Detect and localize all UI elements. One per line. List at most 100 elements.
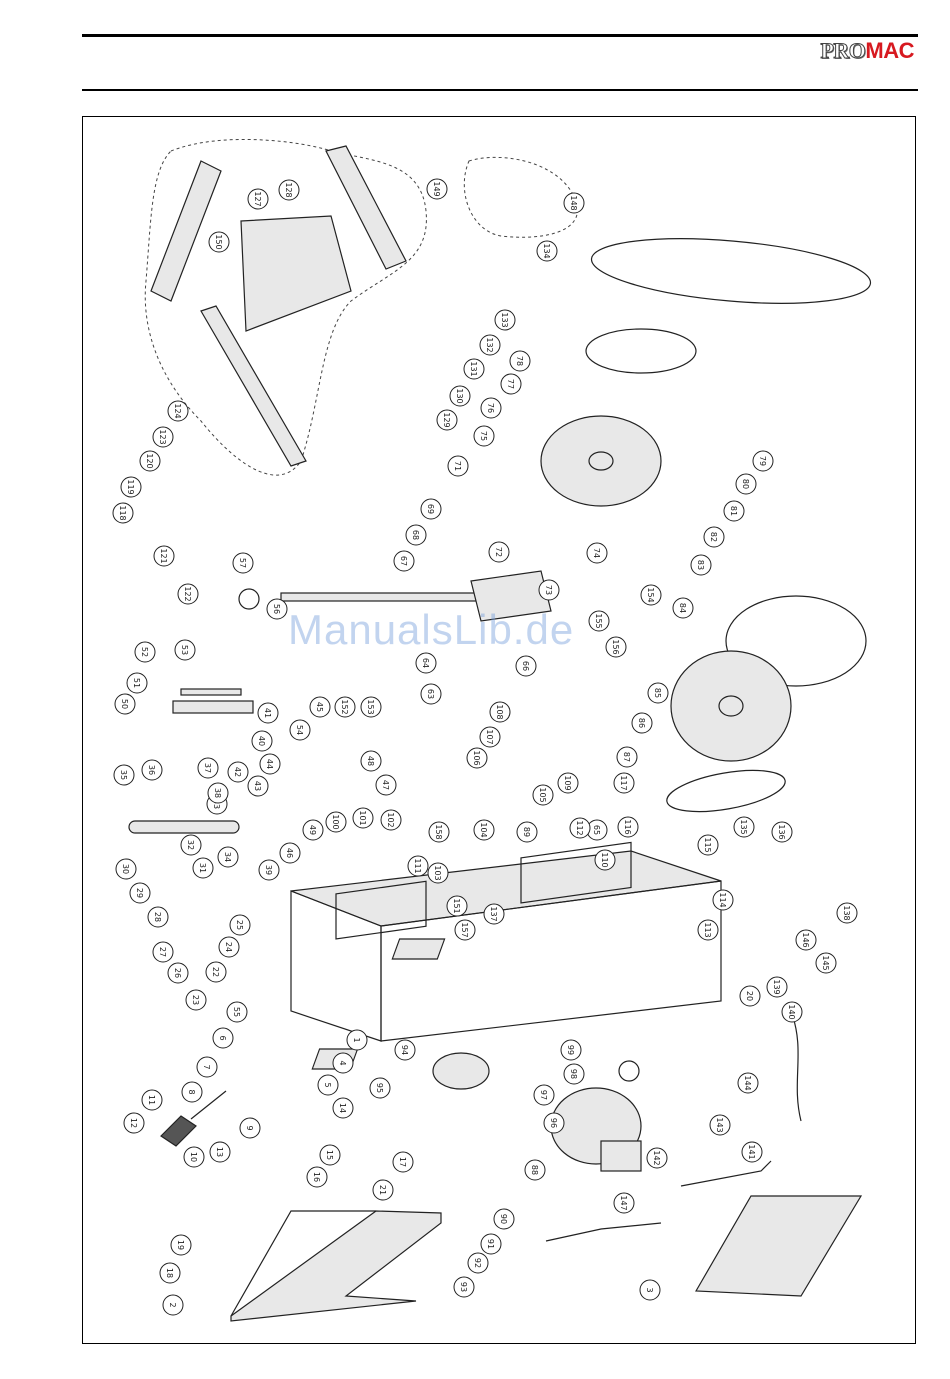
- callout-53: 53: [174, 639, 196, 661]
- callout-circle: [771, 821, 793, 843]
- callout-circle: [815, 952, 837, 974]
- callout-128: 128: [278, 179, 300, 201]
- callout-circle: [479, 334, 501, 356]
- callout-number: 137: [489, 906, 498, 921]
- callout-number: 88: [530, 1165, 539, 1175]
- callout-78: 78: [509, 350, 531, 372]
- callout-number: 2: [168, 1302, 177, 1307]
- callout-number: 155: [594, 613, 603, 628]
- callout-circle: [375, 774, 397, 796]
- callout-number: 42: [233, 767, 242, 777]
- callout-number: 95: [375, 1083, 384, 1093]
- callout-circle: [516, 821, 538, 843]
- callout-number: 91: [486, 1239, 495, 1249]
- callout-143: 143: [709, 1114, 731, 1136]
- callout-number: 5: [323, 1082, 332, 1087]
- callout-39: 39: [258, 859, 280, 881]
- callout-number: 74: [592, 548, 601, 558]
- callout-number: 101: [358, 810, 367, 825]
- callout-circle: [712, 889, 734, 911]
- callout-29: 29: [129, 882, 151, 904]
- callout-number: 13: [215, 1147, 224, 1157]
- callout-circle: [325, 811, 347, 833]
- header-bottom-rule: [82, 89, 918, 91]
- callout-number: 63: [426, 689, 435, 699]
- callout-circle: [247, 188, 269, 210]
- callout-circle: [639, 1279, 661, 1301]
- callout-118: 118: [112, 502, 134, 524]
- callout-number: 150: [214, 234, 223, 249]
- callout-circle: [466, 747, 488, 769]
- callout-134: 134: [536, 240, 558, 262]
- callout-number: 100: [331, 814, 340, 829]
- frame-opening-1: [335, 880, 427, 940]
- callout-67: 67: [393, 550, 415, 572]
- callout-64: 64: [415, 652, 437, 674]
- callout-circle: [167, 962, 189, 984]
- callout-28: 28: [147, 906, 169, 928]
- callout-95: 95: [369, 1077, 391, 1099]
- wrench-shaft: [190, 1090, 227, 1120]
- callout-113: 113: [697, 919, 719, 941]
- callout-121: 121: [153, 545, 175, 567]
- callout-102: 102: [380, 809, 402, 831]
- callout-circle: [420, 498, 442, 520]
- callout-12: 12: [123, 1112, 145, 1134]
- callout-43: 43: [247, 775, 269, 797]
- callout-142: 142: [646, 1147, 668, 1169]
- callout-number: 77: [506, 379, 515, 389]
- callout-circle: [483, 903, 505, 925]
- callout-circle: [207, 782, 229, 804]
- callout-number: 67: [399, 556, 408, 566]
- motor-mount-plate: [391, 938, 446, 960]
- callout-57: 57: [232, 552, 254, 574]
- callout-110: 110: [594, 849, 616, 871]
- callout-number: 81: [729, 506, 738, 516]
- callout-111: 111: [407, 855, 429, 877]
- callout-42: 42: [227, 761, 249, 783]
- callout-circle: [360, 696, 382, 718]
- callout-circle: [113, 764, 135, 786]
- callout-number: 158: [434, 824, 443, 839]
- callout-3: 3: [639, 1279, 661, 1301]
- callout-circle: [480, 397, 502, 419]
- callout-149: 149: [426, 178, 448, 200]
- callout-109: 109: [557, 772, 579, 794]
- callout-number: 90: [499, 1214, 508, 1224]
- callout-107: 107: [479, 726, 501, 748]
- callout-number: 113: [703, 922, 712, 937]
- motor-pulley: [618, 1060, 640, 1082]
- callout-36: 36: [141, 759, 163, 781]
- callout-81: 81: [723, 500, 745, 522]
- callout-number: 73: [544, 585, 553, 595]
- callout-number: 152: [340, 699, 349, 714]
- callout-82: 82: [703, 526, 725, 548]
- callout-35: 35: [113, 764, 135, 786]
- callout-number: 9: [245, 1125, 254, 1130]
- callout-119: 119: [120, 476, 142, 498]
- callout-circle: [259, 753, 281, 775]
- callout-number: 151: [452, 898, 461, 913]
- callout-circle: [427, 862, 449, 884]
- callout-number: 132: [485, 337, 494, 352]
- callout-6: 6: [212, 1027, 234, 1049]
- callout-number: 148: [569, 195, 578, 210]
- callout-number: 34: [223, 852, 232, 862]
- callout-155: 155: [588, 610, 610, 632]
- callout-circle: [536, 240, 558, 262]
- callout-100: 100: [325, 811, 347, 833]
- callout-circle: [346, 1029, 368, 1051]
- callout-circle: [407, 855, 429, 877]
- cable-147: [545, 1222, 662, 1242]
- callout-number: 144: [743, 1075, 752, 1090]
- callout-number: 11: [147, 1095, 156, 1105]
- callout-circle: [319, 1144, 341, 1166]
- callout-number: 146: [801, 932, 810, 947]
- callout-circle: [735, 473, 757, 495]
- callout-circle: [394, 1039, 416, 1061]
- callout-number: 28: [153, 912, 162, 922]
- callout-circle: [480, 1233, 502, 1255]
- callout-circle: [594, 849, 616, 871]
- callout-number: 83: [696, 560, 705, 570]
- callout-number: 102: [386, 812, 395, 827]
